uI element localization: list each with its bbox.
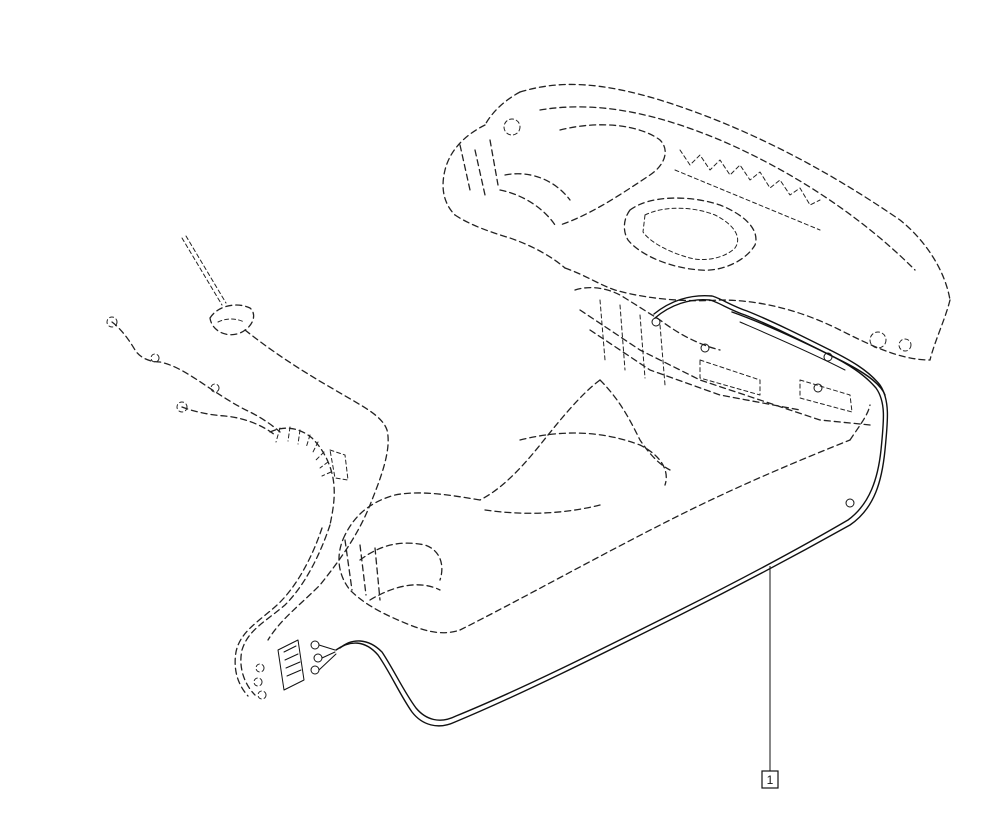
left-harness <box>106 316 389 697</box>
callout-1: 1 <box>761 566 779 789</box>
floor-connectors <box>253 639 337 700</box>
antenna <box>181 235 255 336</box>
callout-label: 1 <box>767 773 774 787</box>
callout-box <box>761 770 779 789</box>
dashboard-outline <box>442 83 951 426</box>
harness-part-1 <box>335 294 889 727</box>
center-console-outline <box>338 379 871 634</box>
